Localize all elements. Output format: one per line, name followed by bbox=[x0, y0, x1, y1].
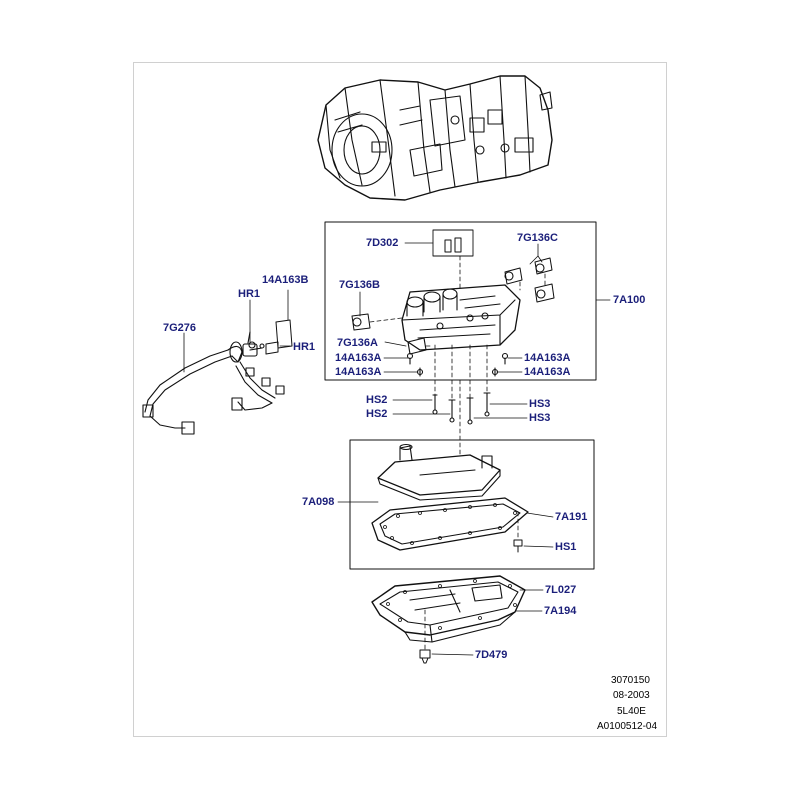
callout-7l027[interactable]: 7L027 bbox=[545, 584, 577, 596]
callout-14a163a-right-2[interactable]: 14A163A bbox=[524, 366, 571, 378]
callout-14a163b[interactable]: 14A163B bbox=[262, 274, 309, 286]
oil-pan bbox=[371, 575, 526, 643]
pan-gasket bbox=[371, 497, 529, 551]
wiring-harness bbox=[142, 331, 285, 435]
callout-7a098[interactable]: 7A098 bbox=[302, 496, 335, 508]
callout-7a194[interactable]: 7A194 bbox=[544, 605, 577, 617]
filter-group-frame bbox=[349, 439, 595, 570]
callout-hs1[interactable]: HS1 bbox=[555, 541, 577, 553]
callout-7a191[interactable]: 7A191 bbox=[555, 511, 588, 523]
callout-7g276[interactable]: 7G276 bbox=[163, 322, 197, 334]
oil-filter bbox=[377, 443, 501, 501]
assembly-guide-lines bbox=[369, 255, 546, 651]
callout-hr1-right[interactable]: HR1 bbox=[293, 341, 316, 353]
callout-hs3-1[interactable]: HS3 bbox=[529, 398, 551, 410]
callout-hs2-2[interactable]: HS2 bbox=[366, 408, 388, 420]
diagram-sheet bbox=[133, 62, 667, 737]
callout-7g136c[interactable]: 7G136C bbox=[517, 232, 558, 244]
callout-7g136b[interactable]: 7G136B bbox=[339, 279, 380, 291]
callout-hr1-top[interactable]: HR1 bbox=[238, 288, 261, 300]
footer-illustration-number: 3070150 bbox=[611, 675, 650, 686]
callout-14a163a-left-2[interactable]: 14A163A bbox=[335, 366, 382, 378]
leader-lines bbox=[183, 242, 611, 656]
callout-hs2-1[interactable]: HS2 bbox=[366, 394, 388, 406]
footer-document-id: A0100512-04 bbox=[597, 721, 658, 732]
footer-date: 08-2003 bbox=[613, 690, 650, 701]
valve-body bbox=[401, 284, 521, 351]
callout-7g136a[interactable]: 7G136A bbox=[337, 337, 378, 349]
callout-hs3-2[interactable]: HS3 bbox=[529, 412, 551, 424]
bolts-hs2-hs3 bbox=[432, 392, 491, 425]
transmission-assembly bbox=[317, 75, 553, 201]
valve-body-group-frame bbox=[324, 221, 597, 381]
callout-14a163a-right-1[interactable]: 14A163A bbox=[524, 352, 571, 364]
callout-7d479[interactable]: 7D479 bbox=[475, 649, 508, 661]
callout-7d302[interactable]: 7D302 bbox=[366, 237, 399, 249]
footer-transmission-code: 5L40E bbox=[617, 706, 646, 717]
callout-7a100[interactable]: 7A100 bbox=[613, 294, 646, 306]
callout-14a163a-left-1[interactable]: 14A163A bbox=[335, 352, 382, 364]
